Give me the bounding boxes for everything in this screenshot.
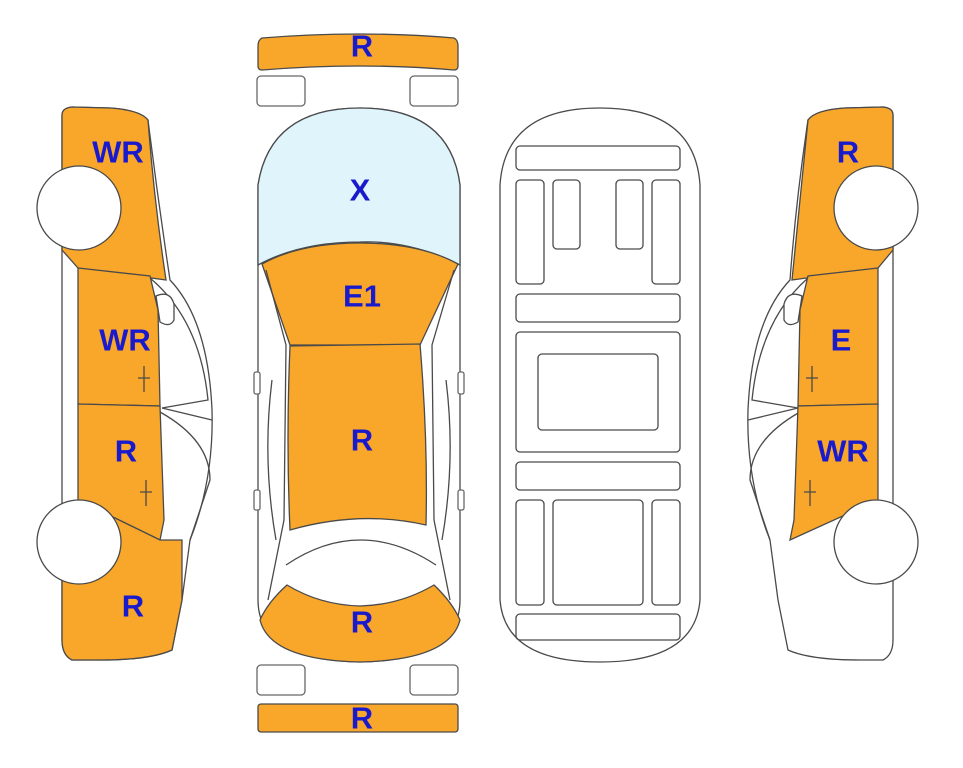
dash-panel [515, 145, 681, 171]
right-rear-quarter-label: R [837, 135, 859, 170]
left-rear-window-line [159, 411, 211, 541]
headlight-left [256, 75, 306, 107]
rear-panel [515, 613, 681, 641]
left-rear-wheel [36, 499, 122, 585]
mirror-left [253, 371, 261, 395]
taillight-right [409, 664, 459, 696]
taillight-left [256, 664, 306, 696]
left-front-wheel [36, 165, 122, 251]
left-pillar-line [161, 407, 213, 421]
right-front-wheel [833, 499, 919, 585]
front-right-seat [615, 179, 644, 250]
left-rear-door-handle [140, 480, 152, 506]
right-inner-line [441, 379, 451, 541]
right-front-door-label: WR [817, 434, 869, 469]
rear-right-zone [651, 499, 681, 606]
right-window-line [751, 277, 809, 409]
right-rear-door-panel[interactable] [797, 267, 879, 407]
right-side-view: R E WR [747, 106, 919, 661]
left-front-door-handle [138, 366, 150, 392]
right-rear-wheel [833, 165, 919, 251]
mirror-right [457, 371, 465, 395]
front-bumper-panel[interactable] [257, 33, 459, 71]
roof-label: R [351, 423, 373, 458]
right-rear-window-line [749, 411, 801, 541]
interior-view [499, 107, 701, 663]
right-mirror [783, 293, 803, 326]
handle-left [253, 489, 261, 511]
left-inner-line [267, 379, 277, 541]
right-side-window [431, 269, 455, 601]
left-rear-door-label: R [115, 434, 137, 469]
rear-bumper-panel[interactable] [257, 703, 459, 733]
left-side-view: WR WR R R [36, 106, 213, 661]
front-bumper-label: R [351, 29, 373, 64]
left-mirror [155, 293, 175, 326]
windshield-panel[interactable] [257, 107, 461, 267]
handle-right [457, 489, 465, 511]
left-rear-quarter-label: R [122, 589, 144, 624]
headlight-right [409, 75, 459, 107]
right-rear-door-label: E [831, 323, 852, 358]
mid-panel-top [515, 293, 681, 323]
rear-window [285, 539, 437, 566]
top-view: R X E1 R R R [253, 29, 465, 736]
front-right-zone [651, 179, 681, 285]
rear-bumper-label: R [351, 701, 373, 736]
hood-label: E1 [343, 279, 381, 314]
interior-outline [499, 107, 701, 663]
trunk-panel[interactable] [259, 584, 461, 663]
rear-seat [552, 499, 644, 606]
hood-panel[interactable] [261, 242, 459, 346]
center-console-outer [515, 331, 681, 453]
left-front-door-panel[interactable] [77, 267, 161, 407]
left-front-fender-label: WR [92, 135, 144, 170]
front-left-seat [552, 179, 581, 250]
left-front-door-label: WR [99, 323, 151, 358]
roof-panel[interactable] [287, 343, 428, 531]
windshield-label: X [350, 173, 371, 208]
rear-left-zone [515, 499, 545, 606]
right-rear-door-handle [806, 366, 818, 392]
trunk-label: R [351, 605, 373, 640]
right-front-door-handle [804, 480, 816, 506]
left-side-window [265, 269, 287, 601]
center-console-inner [537, 353, 659, 431]
right-pillar-line [747, 407, 799, 421]
mid-panel-bottom [515, 461, 681, 491]
front-left-zone [515, 179, 545, 285]
left-window-line [149, 277, 209, 409]
